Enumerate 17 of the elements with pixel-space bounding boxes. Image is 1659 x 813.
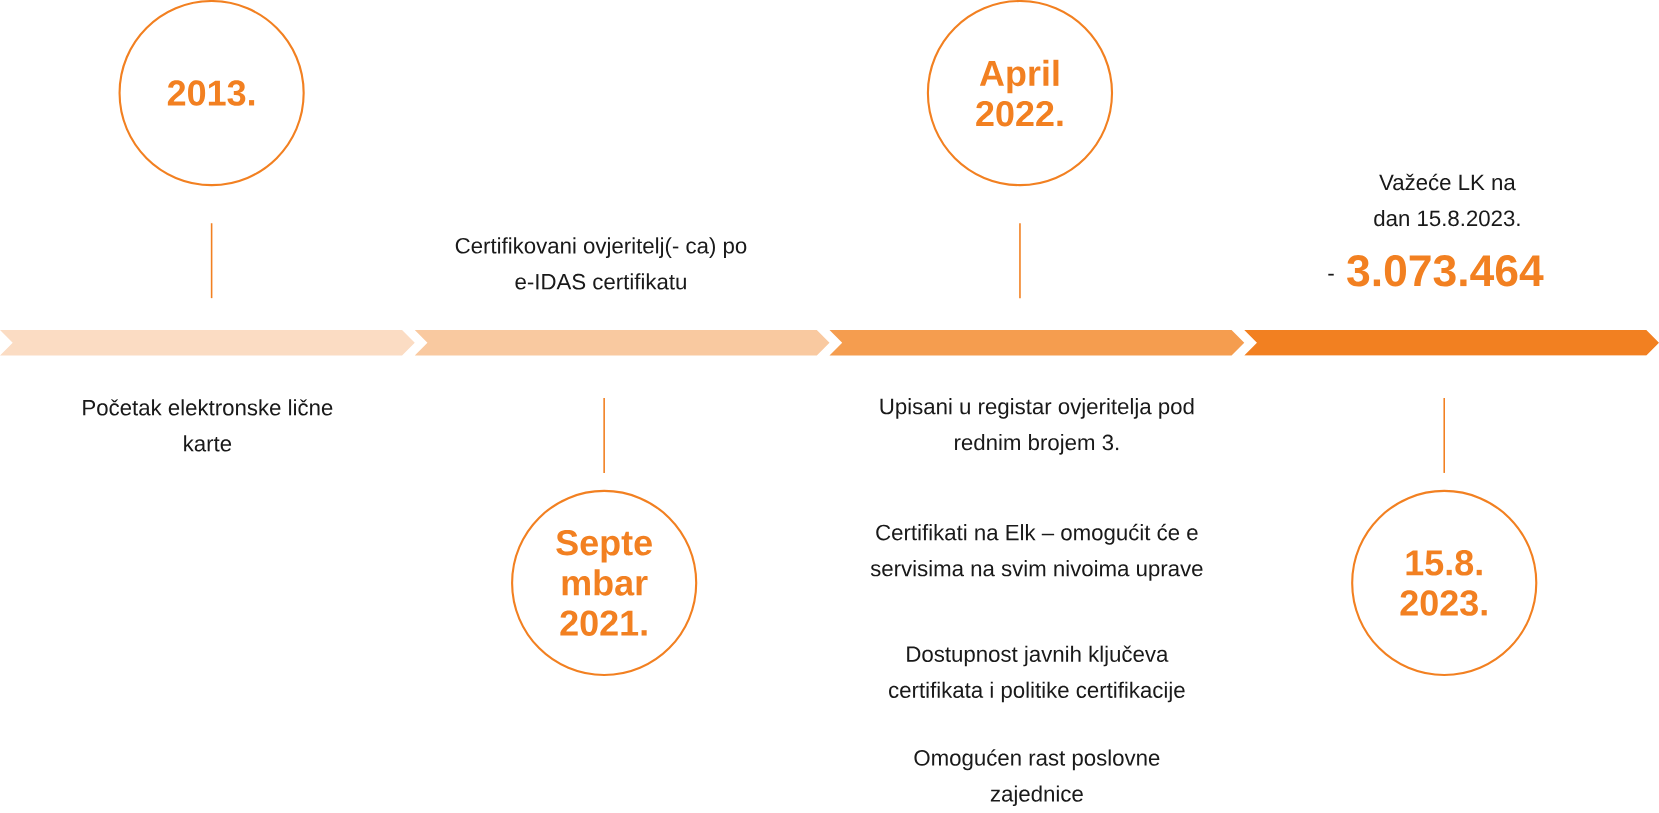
description-text: Omogućen rast poslovne zajednice: [914, 749, 1160, 807]
description-text: Certifikati na Elk – omogućit će e servisima na svim nivoima uprave: [870, 524, 1203, 581]
description-text: Dostupnost javnih ključeva certifikata i politike certifikacije: [889, 645, 1185, 703]
dash-sign: -: [1328, 274, 1334, 276]
chevron-band: [0, 330, 415, 356]
connector-line: [210, 222, 213, 300]
description-text: Upisani u registar ovjeritelja pod rednim brojem 3.: [880, 398, 1194, 455]
connector-line: [603, 397, 605, 474]
count-number: 3.073.464: [1347, 255, 1544, 287]
connector-line: [1019, 222, 1021, 300]
connector-line: [1443, 397, 1446, 474]
description-text: Certifikovani ovjeritelj(- ca) po e-IDAS certifikatu: [455, 237, 747, 290]
chevron-band: [414, 330, 830, 356]
description-text: Početak elektronske lične karte: [83, 399, 333, 452]
chevron-band: [1244, 330, 1659, 356]
chevron-band: [829, 330, 1245, 356]
description-text: Važeće LK na dan 15.8.2023.: [1374, 173, 1520, 227]
